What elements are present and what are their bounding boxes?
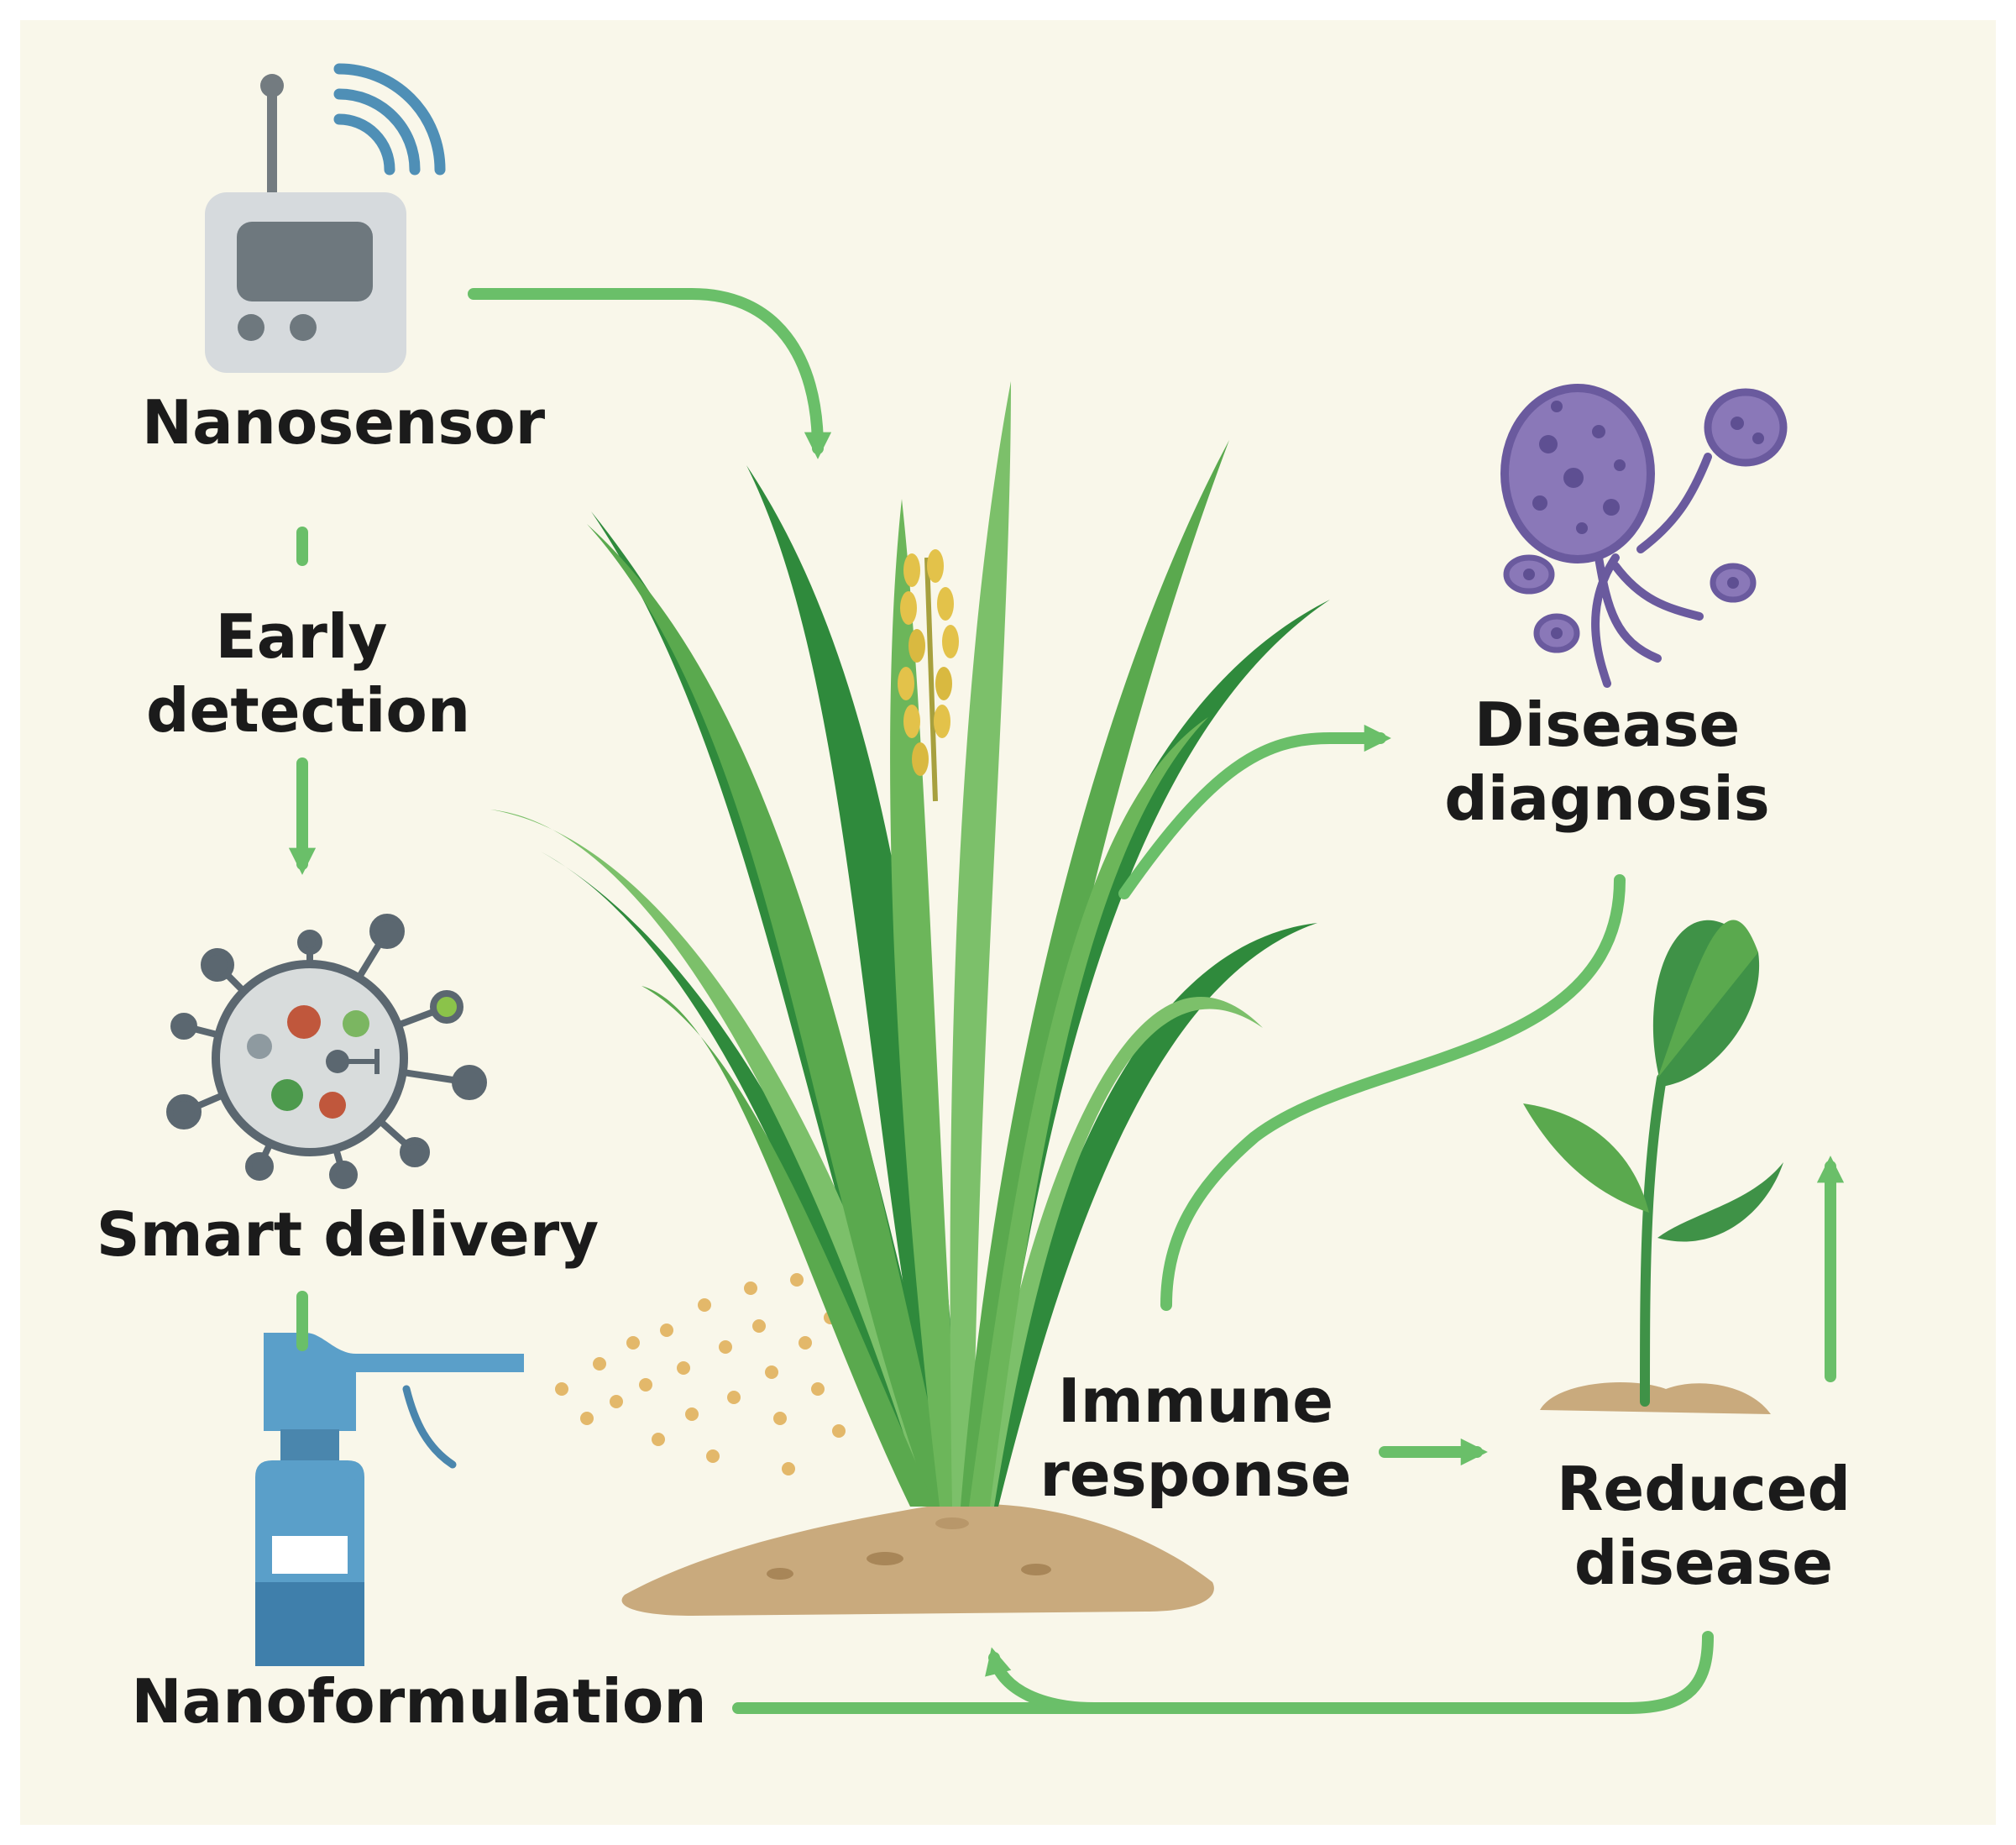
rice-plant-icon xyxy=(490,381,1330,1507)
arrow-loop-head xyxy=(985,1647,1101,1714)
diagram-artwork xyxy=(166,63,1845,1714)
label-reduced-disease-line-2: disease xyxy=(1574,1528,1834,1598)
label-disease-diagnosis-line-2: diagnosis xyxy=(1444,763,1770,834)
arrow-plant-to-diagnosis xyxy=(1118,724,1391,899)
label-early-detection-line-2: detection xyxy=(146,675,471,746)
label-immune-response-line-1: Immune xyxy=(1057,1365,1334,1436)
label-nanosensor: Nanosensor xyxy=(141,387,546,458)
nanosensor-device-icon xyxy=(205,63,446,373)
label-immune-response: Immune response xyxy=(1019,1364,1372,1512)
nanoparticle-icon xyxy=(166,914,487,1189)
label-disease-diagnosis: Disease diagnosis xyxy=(1422,688,1792,836)
diagram-canvas: Nanosensor Early detection Smart deliver… xyxy=(20,20,1996,1825)
flow-connectors xyxy=(288,288,1845,1714)
soil-mound xyxy=(621,1503,1214,1616)
fungal-pathogen-icon xyxy=(1500,384,1788,688)
label-disease-diagnosis-line-1: Disease xyxy=(1474,689,1741,760)
seedling-icon xyxy=(1523,920,1783,1414)
label-immune-response-line-2: response xyxy=(1039,1439,1352,1510)
spray-droplets xyxy=(555,1273,846,1475)
connector-diagnosis-to-immune xyxy=(1160,874,1626,1311)
label-smart-delivery: Smart delivery xyxy=(96,1199,600,1270)
label-nanoformulation: Nanoformulation xyxy=(131,1666,707,1737)
rice-grain-panicle xyxy=(898,549,959,802)
spray-bottle-icon xyxy=(255,1333,524,1666)
label-early-detection: Early detection xyxy=(146,600,471,747)
label-early-detection-line-1: Early xyxy=(215,601,388,672)
label-reduced-disease: Reduced disease xyxy=(1523,1452,1884,1600)
arrow-sensor-to-plant xyxy=(468,288,832,459)
arrow-loop-bottom xyxy=(732,1631,1714,1714)
label-reduced-disease-line-1: Reduced xyxy=(1556,1454,1851,1524)
